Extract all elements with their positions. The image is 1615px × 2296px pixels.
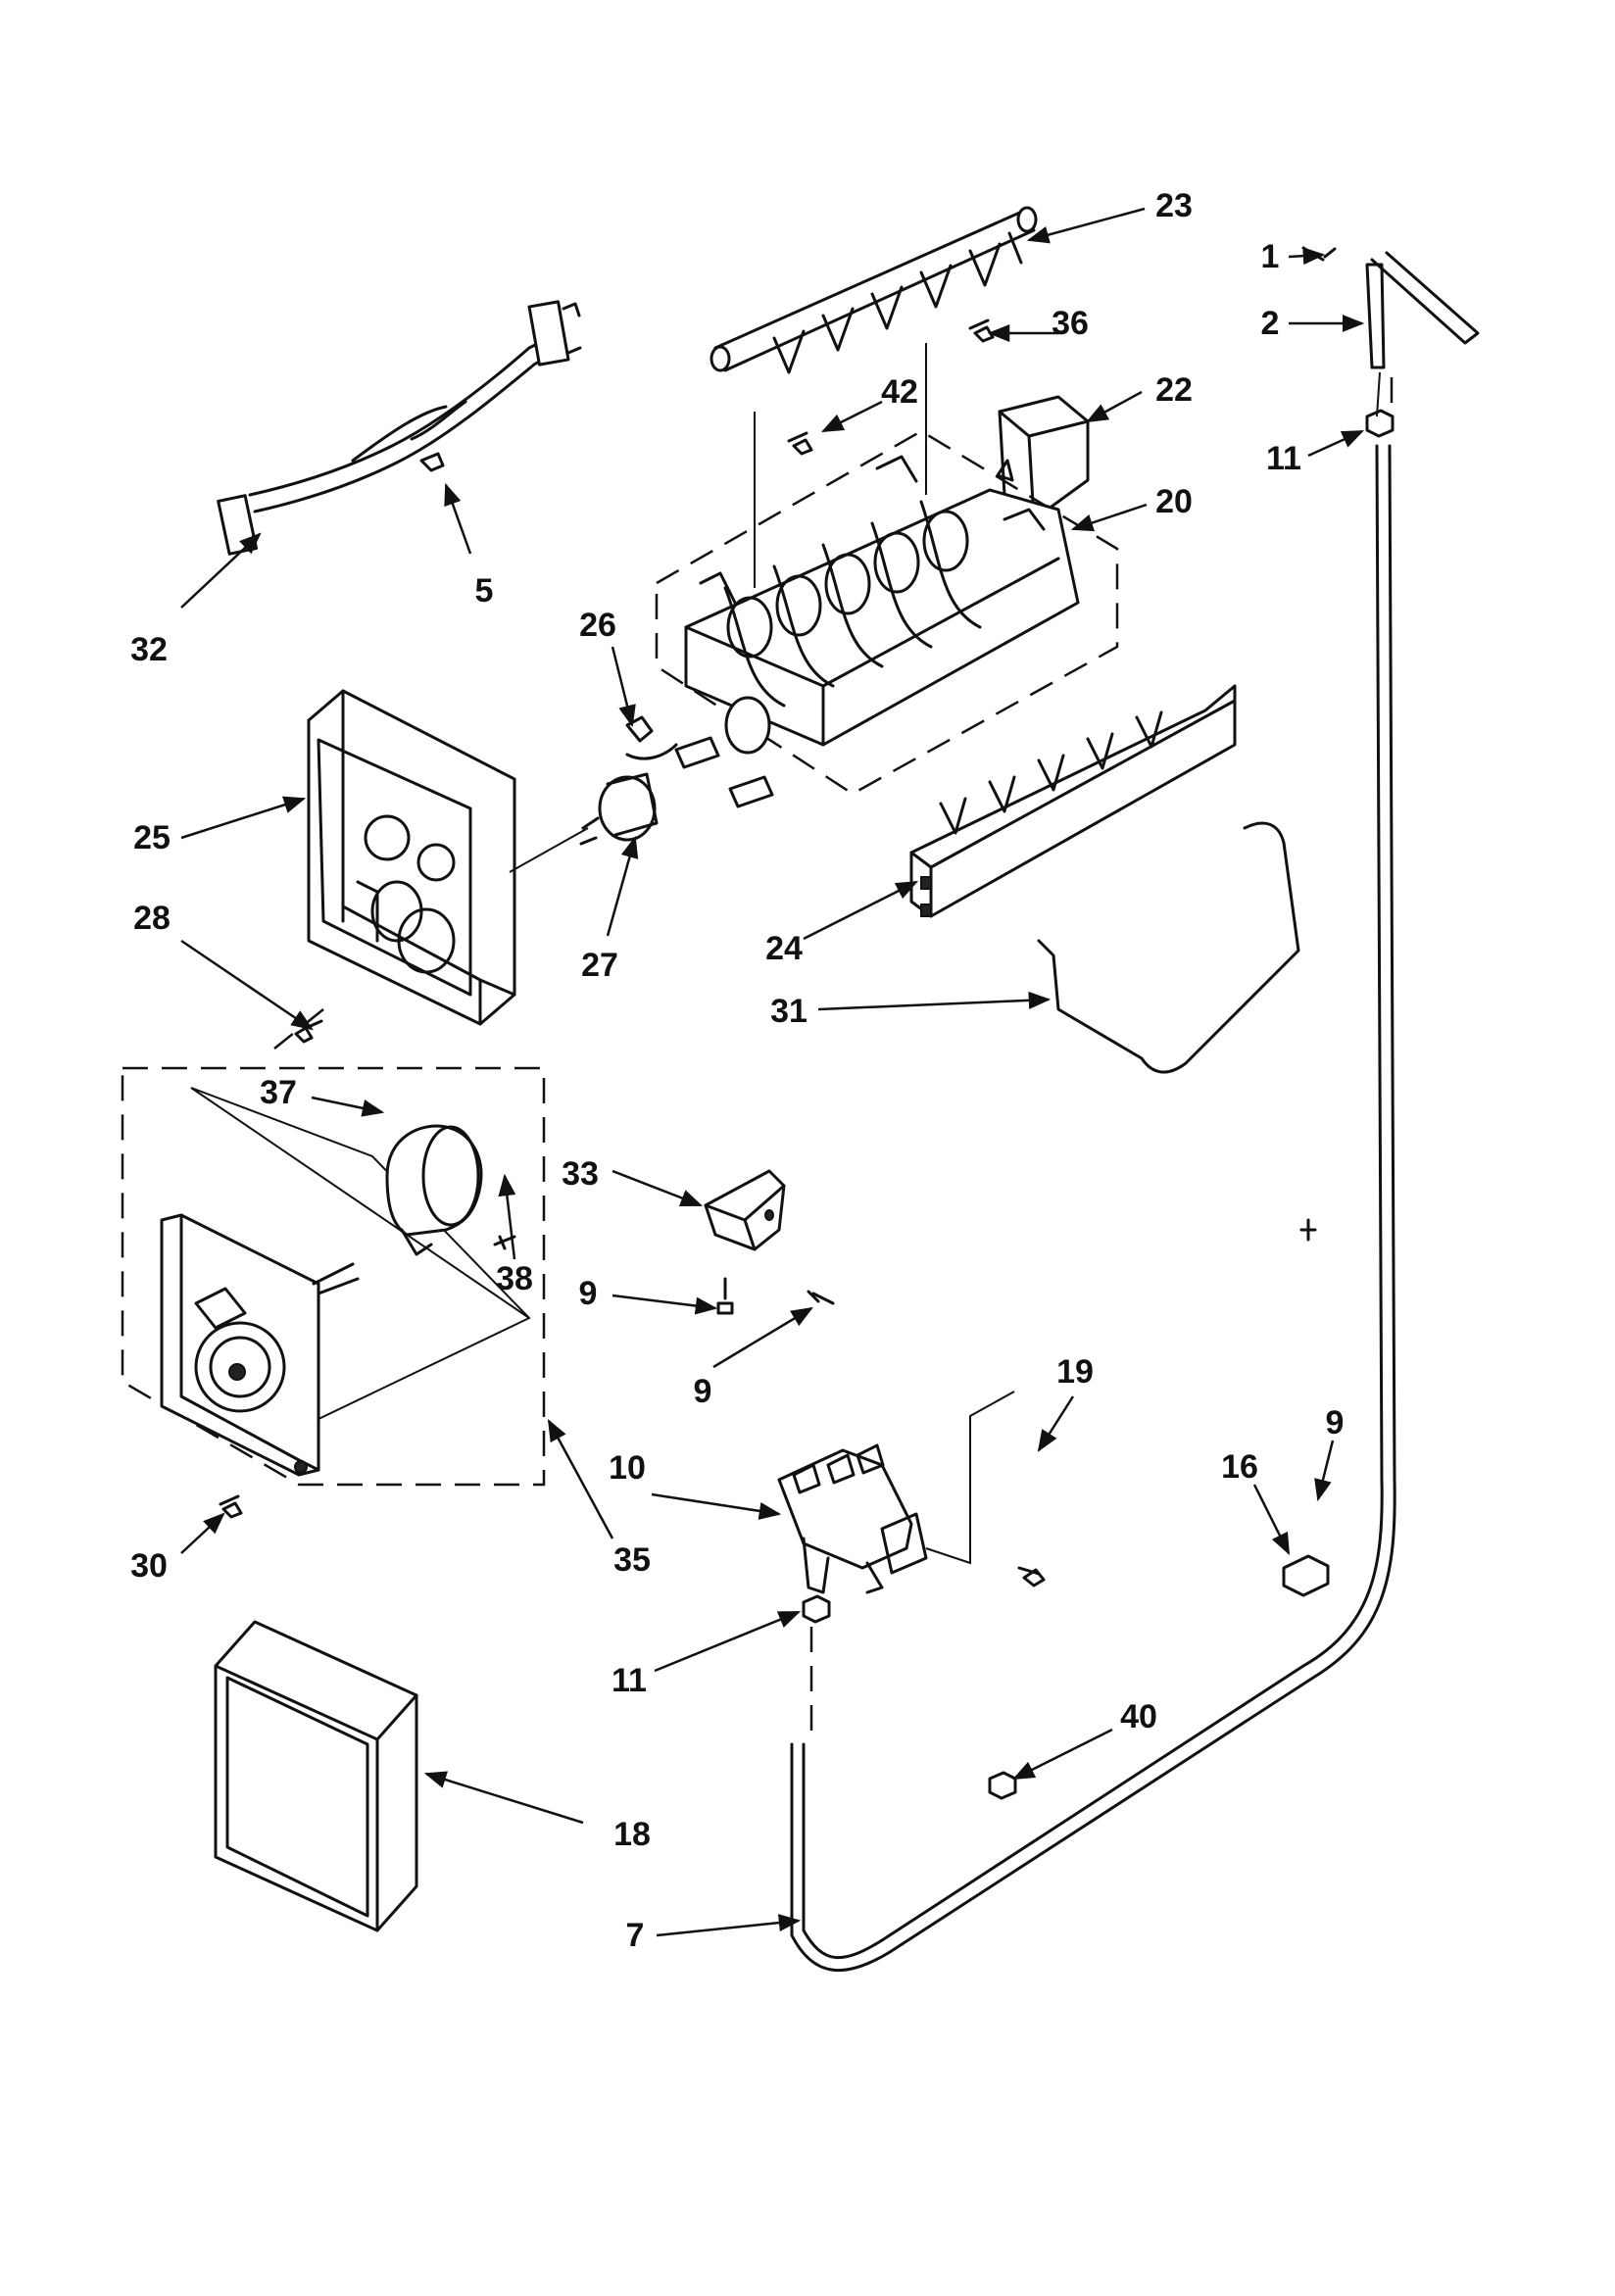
nuts bbox=[802, 409, 1395, 1800]
callout-38: 38 bbox=[496, 1260, 533, 1297]
callout-42: 42 bbox=[881, 373, 918, 411]
callout-33: 33 bbox=[562, 1155, 599, 1193]
callout-19: 19 bbox=[1056, 1353, 1094, 1391]
callout-25: 25 bbox=[133, 819, 171, 856]
callout-31: 31 bbox=[770, 993, 808, 1030]
callout-11-top: 11 bbox=[1266, 440, 1301, 477]
callout-10: 10 bbox=[609, 1449, 646, 1487]
callout-40: 40 bbox=[1120, 1698, 1157, 1735]
cover-part bbox=[214, 1620, 418, 1932]
callout-26: 26 bbox=[579, 607, 616, 644]
callout-27: 27 bbox=[581, 947, 618, 984]
callout-11-bottom: 11 bbox=[612, 1662, 647, 1699]
motor-part bbox=[385, 1124, 483, 1256]
motor-assembly-group bbox=[121, 1066, 546, 1487]
callout-36: 36 bbox=[1052, 305, 1089, 342]
callout-20: 20 bbox=[1155, 483, 1193, 520]
ejector-arm-part bbox=[710, 206, 1038, 374]
callout-24: 24 bbox=[765, 930, 803, 967]
callout-32: 32 bbox=[130, 631, 168, 668]
module-housing-part bbox=[307, 689, 516, 1026]
callout-5: 5 bbox=[474, 572, 494, 610]
front-cover-part bbox=[909, 684, 1237, 918]
callout-9-right: 9 bbox=[1325, 1404, 1345, 1441]
callout-2: 2 bbox=[1260, 305, 1280, 342]
water-valve-part bbox=[777, 1391, 1015, 1594]
callout-1: 1 bbox=[1260, 238, 1280, 275]
callout-28: 28 bbox=[133, 900, 171, 937]
leader-lines bbox=[180, 207, 1365, 1937]
callout-9-left: 9 bbox=[578, 1275, 598, 1312]
water-line-part bbox=[790, 444, 1396, 1973]
ice-mold-part bbox=[655, 343, 1119, 808]
shutoff-arm-part bbox=[1037, 821, 1300, 1074]
callout-22: 22 bbox=[1155, 371, 1193, 409]
fill-tube-part bbox=[1365, 251, 1480, 417]
switch-and-thermostat-parts bbox=[509, 715, 678, 873]
callout-35: 35 bbox=[613, 1541, 651, 1579]
callout-18: 18 bbox=[613, 1816, 651, 1853]
wire-harness-part bbox=[217, 300, 582, 556]
clamp-part bbox=[1282, 1554, 1330, 1597]
callout-7: 7 bbox=[625, 1917, 645, 1954]
callout-9-mid: 9 bbox=[693, 1373, 712, 1410]
callout-16: 16 bbox=[1221, 1448, 1258, 1486]
bracket-part bbox=[704, 1169, 786, 1251]
callout-30: 30 bbox=[130, 1547, 168, 1585]
callout-23: 23 bbox=[1155, 187, 1193, 224]
gear-plate-part bbox=[160, 1213, 360, 1477]
callout-37: 37 bbox=[260, 1074, 297, 1111]
